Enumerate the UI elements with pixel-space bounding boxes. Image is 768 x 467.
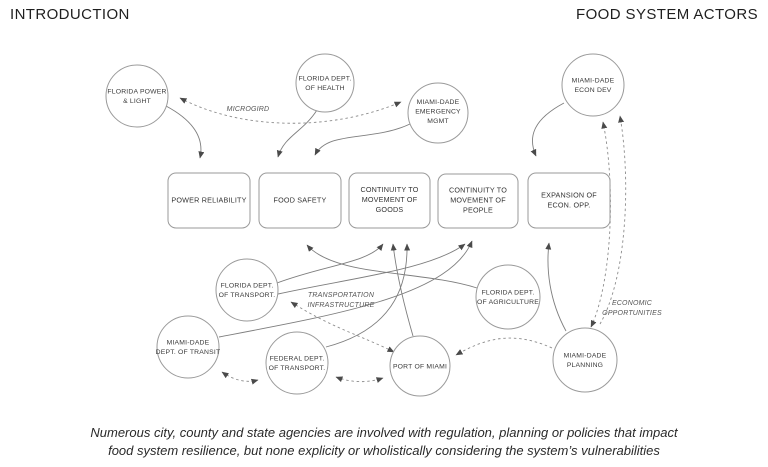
- actor-label: MIAMI-DADE: [564, 353, 607, 360]
- arrow-agriculture-to-food-safety: [306, 244, 478, 289]
- actor-label: MIAMI-DADE: [417, 99, 460, 106]
- function-label: GOODS: [376, 205, 404, 214]
- arrow-econdev-to-expansion: [530, 102, 565, 157]
- dashed-feddot-port: [335, 376, 384, 383]
- page-title-right: FOOD SYSTEM ACTORS: [576, 6, 758, 23]
- actor-label: OF HEALTH: [305, 85, 344, 92]
- actor-label: & LIGHT: [123, 98, 151, 105]
- actor-nodes: [105, 53, 625, 397]
- actor-label: MIAMI-DADE: [167, 340, 210, 347]
- function-label: EXPANSION OF: [541, 191, 597, 200]
- actor-florida-dept-agriculture: [475, 264, 541, 330]
- actor-miami-dade-dept-transit: [156, 315, 220, 379]
- arrow-emergency-to-food-safety: [314, 123, 411, 156]
- dashed-planning-econdev-outer: [599, 115, 627, 325]
- actor-miami-dade-planning: [552, 327, 618, 393]
- page-title-left: INTRODUCTION: [10, 6, 130, 23]
- actor-label: PLANNING: [567, 362, 603, 369]
- function-power-reliability: [167, 172, 251, 229]
- actor-port-of-miami: [389, 335, 451, 397]
- function-label: ECON. OPP.: [547, 201, 590, 210]
- actor-florida-dept-health: [295, 53, 355, 113]
- dashed-planning-to-port: [455, 337, 553, 356]
- function-label: PEOPLE: [463, 206, 493, 215]
- actor-florida-power-light: [105, 64, 169, 128]
- actor-label: PORT OF MIAMI: [393, 364, 447, 371]
- function-label: CONTINUITY TO: [360, 185, 418, 194]
- actor-label: FEDERAL DEPT.: [270, 356, 325, 363]
- function-continuity-people: [437, 173, 519, 229]
- function-continuity-goods: [348, 172, 431, 229]
- actor-florida-dept-transport: [215, 258, 279, 322]
- actor-label: DEPT. OF TRANSIT: [156, 349, 221, 356]
- caption: Numerous city, county and state agencies…: [0, 424, 768, 460]
- dashed-microgrid-fpl-emergency: [179, 97, 402, 124]
- actor-label: FLORIDA DEPT.: [299, 76, 352, 83]
- function-labels: POWER RELIABILITY FOOD SAFETY CONTINUITY…: [171, 185, 597, 215]
- function-food-safety: [258, 172, 342, 229]
- arrow-health-to-food-safety: [276, 109, 318, 158]
- actor-miami-dade-emergency-mgmt: [407, 82, 469, 144]
- arrow-planning-to-expansion: [545, 242, 567, 332]
- function-label: CONTINUITY TO: [449, 186, 507, 195]
- actor-federal-dept-transport: [265, 331, 329, 395]
- actor-label: EMERGENCY: [415, 109, 461, 116]
- actor-labels: FLORIDA POWER & LIGHT FLORIDA DEPT. OF H…: [107, 76, 614, 373]
- function-expansion-econ-opp: [527, 172, 611, 229]
- actor-label: FLORIDA DEPT.: [482, 290, 535, 297]
- function-nodes: [167, 172, 611, 229]
- function-label: MOVEMENT OF: [362, 195, 418, 204]
- arrow-port-to-goods: [390, 243, 414, 337]
- actor-label: ECON DEV: [574, 87, 611, 94]
- caption-line-1: Numerous city, county and state agencies…: [90, 425, 678, 440]
- actor-label: FLORIDA DEPT.: [221, 283, 274, 290]
- dashed-transit-feddot: [221, 371, 259, 385]
- function-label: POWER RELIABILITY: [171, 196, 246, 205]
- edges: [165, 97, 627, 385]
- function-label: MOVEMENT OF: [450, 196, 506, 205]
- arrow-fdot-to-people: [277, 243, 466, 295]
- arrow-fdot-to-goods: [276, 243, 384, 284]
- edge-label-economic-opportunities: OPPORTUNITIES: [602, 310, 662, 317]
- arrow-transit-to-people: [218, 240, 473, 338]
- actor-label: OF TRANSPORT.: [269, 365, 326, 372]
- edge-label-group: MICROGIRD TRANSPORTATION INFRASTRUCTURE …: [227, 106, 662, 317]
- actor-label: OF AGRICULTURE: [477, 299, 539, 306]
- actor-miami-dade-econ-dev: [561, 53, 625, 117]
- edge-label-transport-infrastructure: INFRASTRUCTURE: [308, 302, 375, 309]
- actor-label: MIAMI-DADE: [572, 78, 615, 85]
- edge-label-economic-opportunities: ECONOMIC: [612, 300, 653, 307]
- actor-label: OF TRANSPORT.: [219, 292, 276, 299]
- arrow-fpl-to-power-reliability: [165, 105, 205, 159]
- actor-label: FLORIDA POWER: [107, 89, 166, 96]
- edge-label-microgrid: MICROGIRD: [227, 106, 270, 113]
- function-label: FOOD SAFETY: [274, 196, 327, 205]
- caption-line-2: food system resilience, but none explici…: [108, 443, 660, 458]
- edge-label-transport-infrastructure: TRANSPORTATION: [308, 292, 375, 299]
- actor-label: MGMT: [427, 118, 449, 125]
